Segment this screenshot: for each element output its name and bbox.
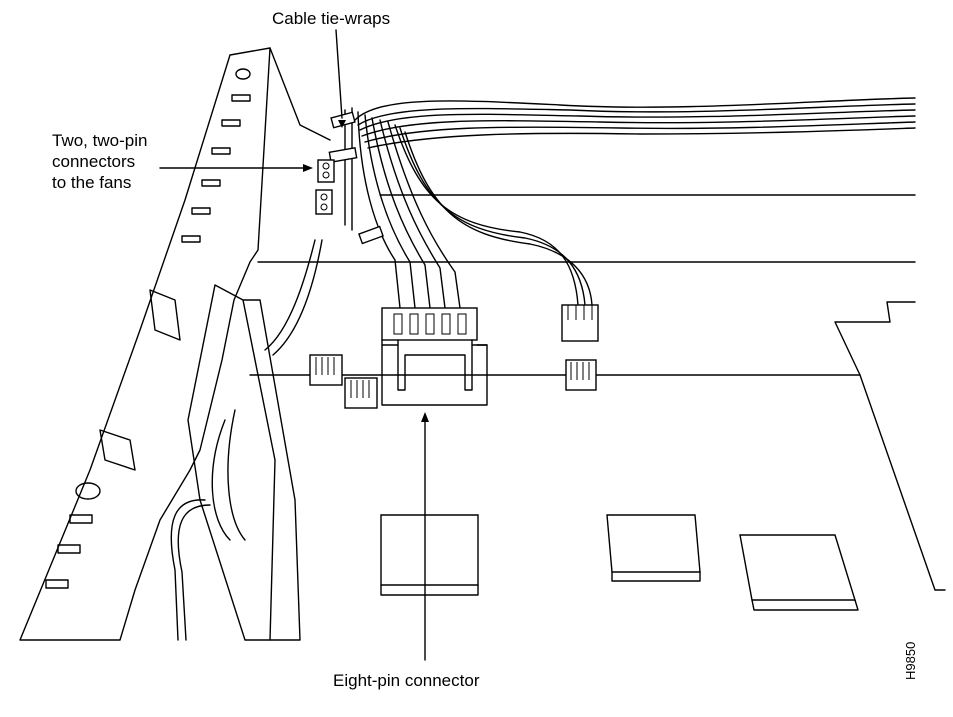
board-headers	[309, 354, 378, 409]
fan-assembly	[99, 284, 301, 641]
cable-harness	[328, 97, 916, 309]
board-edge	[834, 301, 946, 591]
four-pin-plug	[561, 304, 599, 391]
chassis-side-panel	[19, 47, 916, 641]
two-pin-connectors	[315, 159, 335, 215]
cable-tie-branch	[358, 225, 384, 245]
fan-connectors-label-line1: Two, two-pin	[52, 131, 148, 150]
figure-id-label: H9850	[903, 641, 918, 680]
callout-leaders	[159, 29, 429, 661]
chips	[380, 514, 859, 611]
vent-slots	[45, 94, 251, 589]
cable-tie-wraps-label: Cable tie-wraps	[272, 9, 391, 28]
fan-connectors-label-line3: to the fans	[52, 173, 132, 192]
eight-pin-connector	[381, 307, 488, 406]
cable-tie-lower	[328, 147, 358, 163]
fan-connectors-label-line2: connectors	[52, 152, 136, 171]
fan-wires	[170, 239, 323, 641]
eight-pin-connector-label: Eight-pin connector	[333, 671, 480, 690]
fan-connectors-label: Two, two-pin connectors to the fans	[52, 130, 147, 193]
